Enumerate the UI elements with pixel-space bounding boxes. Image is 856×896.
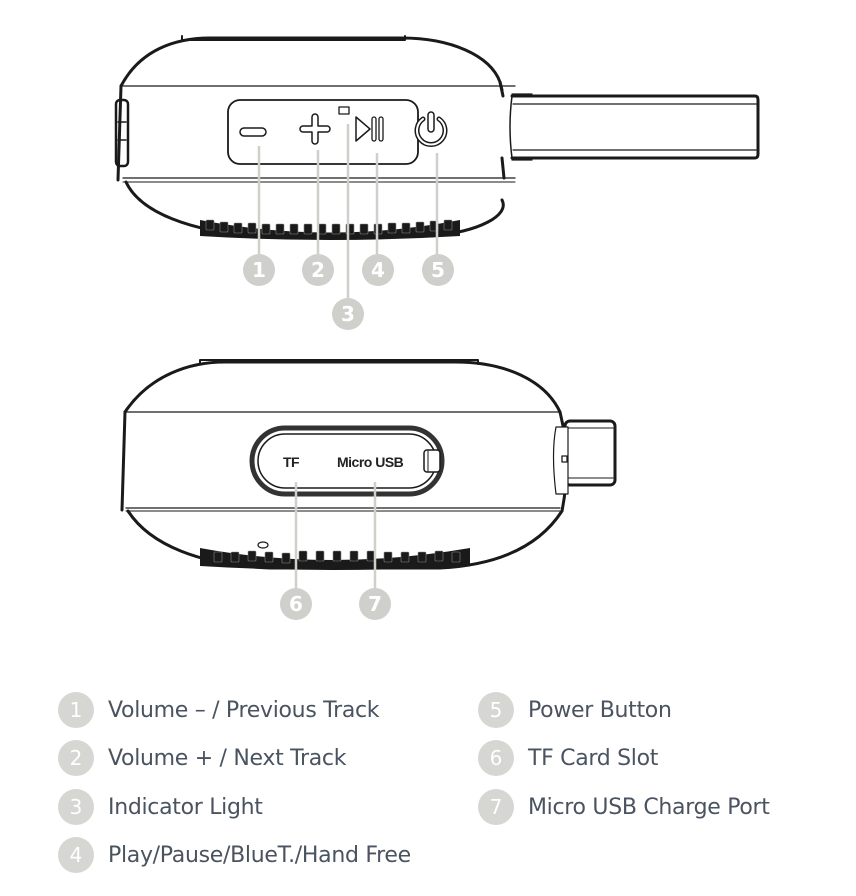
- legend-number: 6: [478, 740, 514, 776]
- plus-icon: [299, 113, 331, 145]
- legend-number: 7: [478, 789, 514, 825]
- legend-number: 3: [58, 789, 94, 825]
- callout-5: 5: [422, 254, 454, 286]
- legend-number: 2: [58, 740, 94, 776]
- legend-item-1: 1 Volume – / Previous Track: [58, 692, 380, 728]
- legend-label: TF Card Slot: [528, 745, 659, 771]
- legend-number: 5: [478, 692, 514, 728]
- legend-label: Play/Pause/BlueT./Hand Free: [108, 842, 411, 868]
- micro-usb-port-label: Micro USB: [337, 454, 404, 470]
- legend-label: Volume – / Previous Track: [108, 697, 380, 723]
- callout-lines-top: [257, 124, 439, 300]
- legend-item-2: 2 Volume + / Next Track: [58, 740, 346, 776]
- legend-number: 4: [58, 837, 94, 873]
- speaker-diagram: TF Micro USB: [114, 35, 760, 620]
- legend: 1 Volume – / Previous Track 2 Volume + /…: [0, 690, 856, 890]
- tf-port-label: TF: [283, 454, 300, 470]
- play-icon: [355, 116, 371, 142]
- callout-4: 4: [362, 254, 394, 286]
- callout-6: 6: [280, 588, 312, 620]
- indicator-light-icon: [338, 106, 350, 115]
- speaker-grille-top: [200, 219, 460, 240]
- callout-lines-side: [294, 482, 377, 590]
- strap: [509, 93, 760, 161]
- legend-item-6: 6 TF Card Slot: [478, 740, 658, 776]
- legend-item-5: 5 Power Button: [478, 692, 672, 728]
- legend-label: Micro USB Charge Port: [528, 794, 770, 820]
- callout-2: 2: [302, 254, 334, 286]
- callout-1: 1: [243, 254, 275, 286]
- legend-item-4: 4 Play/Pause/BlueT./Hand Free: [58, 837, 411, 873]
- callout-7: 7: [359, 588, 391, 620]
- legend-number: 1: [58, 692, 94, 728]
- legend-label: Volume + / Next Track: [108, 745, 347, 771]
- legend-label: Power Button: [528, 697, 672, 723]
- power-icon: [414, 111, 448, 147]
- legend-item-3: 3 Indicator Light: [58, 789, 263, 825]
- legend-item-7: 7 Micro USB Charge Port: [478, 789, 770, 825]
- callout-3: 3: [332, 298, 364, 330]
- legend-label: Indicator Light: [108, 794, 263, 820]
- minus-icon: [239, 127, 267, 137]
- speaker-grille-bottom: [200, 541, 470, 570]
